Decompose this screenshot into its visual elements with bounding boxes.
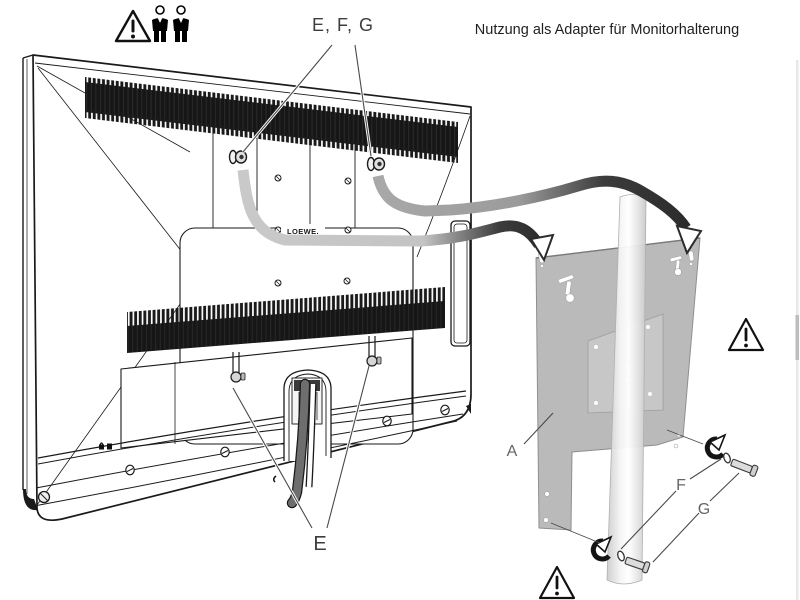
- tv-back-view: LOEWE.: [22, 54, 472, 522]
- lower-mount-screw-left: [230, 352, 246, 383]
- label-efg: E, F, G: [312, 15, 374, 35]
- warning-triangle-bottom-icon: [538, 565, 576, 600]
- lower-recess-panel: [120, 337, 413, 449]
- cable-arrow-right: [372, 174, 703, 256]
- plate-keyhole-left: [558, 274, 575, 303]
- upper-mount-screw-left: [228, 149, 248, 165]
- cable-hook: [272, 475, 277, 483]
- page-title: Nutzung als Adapter für Monitorhalterung: [475, 22, 739, 38]
- screw-upper: [730, 458, 759, 477]
- mounting-pole: [606, 194, 647, 585]
- bottom-bezel: [33, 390, 467, 507]
- bottom-vent-grille: [127, 287, 445, 353]
- brand-plate: [281, 225, 325, 235]
- label-a: A: [507, 443, 518, 460]
- cable-compartment: [272, 369, 332, 509]
- rotate-arrow-icon: [704, 436, 725, 460]
- cable-arrow-left: [237, 169, 555, 263]
- label-g: G: [698, 501, 710, 518]
- screw-lower: [624, 556, 651, 574]
- rotate-arrow-icon: [590, 538, 611, 562]
- warning-triangle-right-icon: [727, 317, 765, 352]
- label-e: E: [313, 533, 326, 555]
- two-person-lift-icon: [152, 5, 189, 42]
- arrowhead-right: [675, 224, 703, 256]
- brand-text: LOEWE.: [287, 227, 319, 236]
- upper-mount-screw-right: [366, 156, 386, 172]
- lower-mount-screw-right: [366, 336, 382, 367]
- leader-lines: [231, 44, 740, 563]
- tv-left-edge: [22, 54, 38, 511]
- washer-upper: [723, 452, 731, 464]
- fastener-assembly-upper: [704, 433, 759, 477]
- label-f: F: [676, 477, 686, 494]
- fastener-assembly-lower: [590, 535, 651, 574]
- corner-screw: [37, 490, 51, 504]
- bezel-screw-holes: [125, 404, 450, 476]
- lock-icon: [99, 442, 112, 450]
- washer-lower: [617, 550, 625, 562]
- arrowhead-left: [529, 233, 555, 263]
- connector-panel: [450, 220, 471, 414]
- warning-triangle-top-icon: [114, 9, 152, 43]
- page-edge: [795, 60, 799, 600]
- vesa-holes: [274, 174, 352, 287]
- plate-keyhole-right: [669, 255, 683, 276]
